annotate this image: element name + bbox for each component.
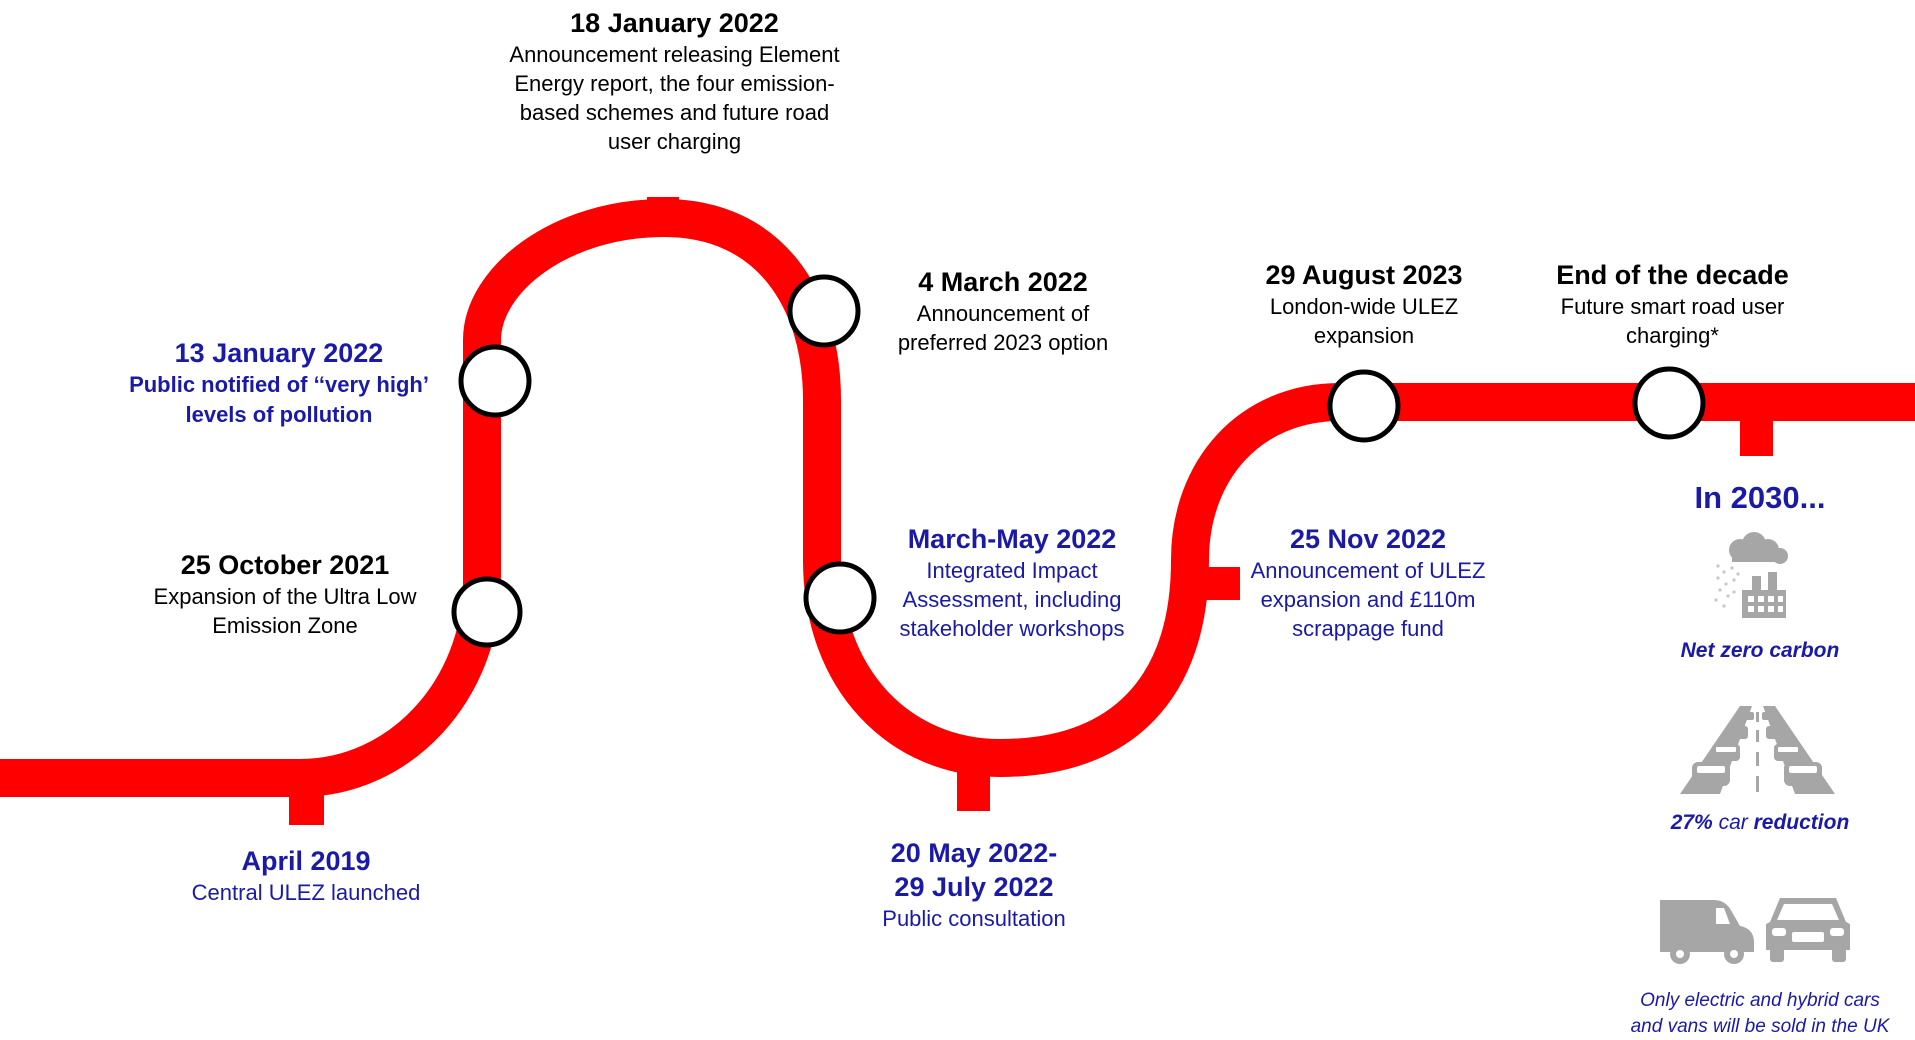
milestone-description: Future smart road user charging* — [1560, 294, 1785, 348]
milestone-nodes — [451, 274, 1706, 648]
milestone-description: Announcement of ULEZ expansion and £110m… — [1250, 558, 1486, 641]
milestone-april-2019: April 2019 Central ULEZ launched — [156, 844, 456, 907]
note-line1: Only electric and hybrid cars — [1640, 990, 1880, 1011]
milestone-25-october-2021: 25 October 2021 Expansion of the Ultra L… — [135, 548, 435, 640]
goal-net-zero-caption: Net zero carbon — [1680, 639, 1840, 662]
node-25-october-2021 — [451, 576, 523, 648]
milestone-title-line1: 20 May 2022- — [890, 838, 1058, 868]
milestone-title: 13 January 2022 — [174, 338, 384, 368]
milestone-title-line2: 29 July 2022 — [894, 872, 1054, 902]
milestone-title: 25 Nov 2022 — [1289, 524, 1447, 554]
caption-car: car — [1718, 811, 1748, 834]
milestone-18-january-2022: 18 January 2022 Announcement releasing E… — [497, 6, 852, 156]
milestone-description: Central ULEZ launched — [191, 880, 421, 905]
milestone-title: 4 March 2022 — [918, 267, 1088, 297]
node-4-march-2022 — [787, 274, 861, 348]
milestone-description: Expansion of the Ultra Low Emission Zone — [153, 584, 417, 638]
milestone-end-of-decade: End of the decade Future smart road user… — [1540, 258, 1805, 350]
milestone-title: End of the decade — [1556, 260, 1789, 290]
node-13-january-2022 — [458, 344, 532, 418]
milestone-description: London-wide ULEZ expansion — [1269, 294, 1459, 348]
van-icon — [1660, 900, 1754, 964]
milestone-description: Public consultation — [882, 906, 1066, 931]
milestone-13-january-2022: 13 January 2022 Public notified of ‘‘ver… — [124, 336, 434, 430]
milestone-4-march-2022: 4 March 2022 Announcement of preferred 2… — [878, 265, 1128, 357]
milestone-25-nov-2022: 25 Nov 2022 Announcement of ULEZ expansi… — [1248, 522, 1488, 643]
node-march-may-2022 — [803, 561, 877, 635]
milestone-title: 25 October 2021 — [180, 550, 390, 580]
caption-reduction: reduction — [1753, 811, 1850, 834]
milestone-20-may-2022: 20 May 2022- 29 July 2022 Public consult… — [849, 836, 1099, 933]
node-end-of-decade — [1632, 366, 1706, 440]
milestone-description: Announcement of preferred 2023 option — [897, 301, 1109, 355]
note-line2: and vans will be sold in the UK — [1630, 1016, 1890, 1037]
goal-car-reduction-caption: 27% car reduction — [1620, 811, 1900, 835]
milestone-march-may-2022: March-May 2022 Integrated Impact Assessm… — [872, 522, 1152, 643]
factory-smoke-icon — [1714, 532, 1788, 618]
caption-percent: 27% — [1670, 811, 1713, 834]
milestone-title: 18 January 2022 — [570, 8, 779, 38]
milestone-title: April 2019 — [241, 846, 371, 876]
goal-electric-note: Only electric and hybrid cars and vans w… — [1615, 988, 1905, 1040]
milestone-title: March-May 2022 — [907, 524, 1117, 554]
car-front-icon — [1766, 898, 1850, 962]
node-29-august-2023 — [1327, 369, 1401, 443]
milestone-description: Integrated Impact Assessment, including … — [899, 558, 1125, 641]
goals-title: In 2030... — [1694, 480, 1826, 515]
milestone-description: Public notified of ‘‘very high’ levels o… — [129, 372, 429, 427]
traffic-cars-icon — [1680, 706, 1835, 794]
milestone-title: 29 August 2023 — [1265, 260, 1463, 290]
milestone-description: Announcement releasing Element Energy re… — [509, 42, 840, 154]
milestone-29-august-2023: 29 August 2023 London-wide ULEZ expansio… — [1244, 258, 1484, 350]
